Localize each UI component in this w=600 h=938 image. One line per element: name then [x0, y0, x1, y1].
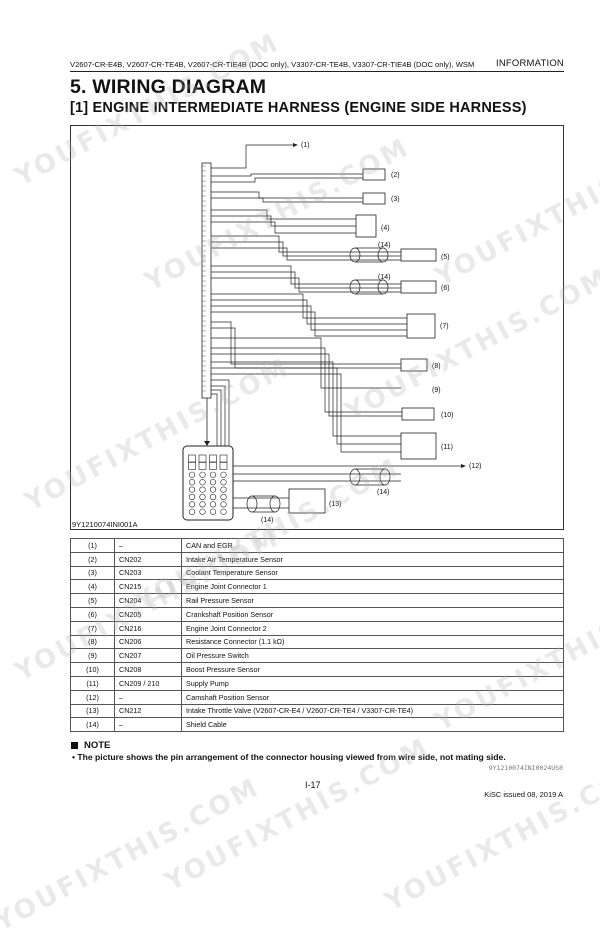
part-code: CN205 — [114, 606, 182, 622]
callout-9: (9) — [432, 387, 441, 394]
callout-13: (13) — [329, 501, 341, 508]
part-name: Resistance Connector (1.1 kΩ) — [181, 634, 564, 650]
header-models: V2607-CR-E4B, V2607-CR-TE4B, V2607-CR-TI… — [70, 60, 475, 69]
callout-12: (12) — [469, 463, 481, 470]
figure-code: 9Y1210074INI001A — [72, 520, 138, 529]
part-number: (7) — [70, 620, 115, 636]
part-name: CAN and EGR — [181, 538, 564, 553]
part-number: (5) — [70, 593, 115, 608]
callout-11: (11) — [441, 444, 453, 451]
part-code: CN208 — [114, 662, 182, 677]
part-number: (8) — [70, 634, 115, 650]
part-code: CN215 — [114, 579, 182, 595]
wiring-diagram-frame: (1) (2) (3) (4) (14) (5) (14) (6) (7) (8… — [70, 125, 564, 530]
note-code: 9Y1210074INI0024US0 — [488, 764, 563, 772]
part-code: CN204 — [114, 593, 182, 608]
part-code: – — [114, 689, 182, 705]
page-header: V2607-CR-E4B, V2607-CR-TE4B, V2607-CR-TI… — [70, 58, 564, 72]
callout-5: (5) — [441, 254, 450, 261]
part-code: CN203 — [114, 565, 182, 581]
part-name: Engine Joint Connector 2 — [181, 620, 564, 636]
part-name: Coolant Temperature Sensor — [181, 565, 564, 581]
callout-6: (6) — [441, 285, 450, 292]
page-number: I-17 — [305, 780, 321, 790]
part-code: CN209 / 210 — [114, 675, 182, 691]
part-number: (2) — [70, 551, 115, 567]
callout-14-a: (14) — [378, 242, 390, 249]
table-row: (14)–Shield Cable — [70, 717, 564, 733]
part-code: CN216 — [114, 620, 182, 636]
part-number: (9) — [70, 648, 115, 664]
part-name: Shield Cable — [181, 717, 564, 733]
callout-10: (10) — [441, 412, 453, 419]
note-text: • The picture shows the pin arrangement … — [72, 752, 506, 762]
watermark: YOUFIXTHIS.COM — [0, 772, 266, 938]
part-code: CN207 — [114, 648, 182, 664]
callout-14-c: (14) — [377, 489, 389, 496]
part-name: Engine Joint Connector 1 — [181, 579, 564, 595]
table-row: (1)–CAN and EGR — [70, 538, 564, 553]
part-code: CN202 — [114, 551, 182, 567]
main-connector-strip — [201, 162, 212, 399]
part-number: (12) — [70, 689, 115, 705]
part-name: Boost Pressure Sensor — [181, 662, 564, 677]
note-square-icon — [71, 742, 78, 749]
part-number: (10) — [70, 662, 115, 677]
wiring-diagram: (1) (2) (3) (4) (14) (5) (14) (6) (7) (8… — [182, 142, 481, 524]
part-number: (3) — [70, 565, 115, 581]
part-code: – — [114, 538, 182, 553]
part-code: CN212 — [114, 703, 182, 719]
note-heading-text: NOTE — [84, 740, 111, 751]
part-code: – — [114, 717, 182, 733]
callout-1: (1) — [301, 142, 310, 149]
callout-8: (8) — [432, 363, 441, 370]
watermark: YOUFIXTHIS.COM — [380, 752, 600, 918]
page-subtitle: [1] ENGINE INTERMEDIATE HARNESS (ENGINE … — [70, 100, 527, 116]
shield-cables — [246, 247, 391, 513]
part-number: (13) — [70, 703, 115, 719]
part-number: (6) — [70, 606, 115, 622]
page-title: 5. WIRING DIAGRAM — [70, 76, 267, 98]
part-name: Oil Pressure Switch — [181, 648, 564, 664]
header-section: INFORMATION — [496, 58, 564, 69]
part-number: (14) — [70, 717, 115, 733]
part-name: Camshaft Position Sensor — [181, 689, 564, 705]
part-number: (4) — [70, 579, 115, 595]
callout-14-d: (14) — [261, 517, 273, 524]
note-heading: NOTE — [71, 740, 110, 751]
part-name: Intake Throttle Valve (V2607-CR-E4 / V26… — [181, 703, 564, 719]
callout-14-b: (14) — [378, 274, 390, 281]
callout-2: (2) — [391, 172, 400, 179]
part-number: (1) — [70, 538, 115, 553]
part-number: (11) — [70, 675, 115, 691]
part-name: Intake Air Temperature Sensor — [181, 551, 564, 567]
part-code: CN206 — [114, 634, 182, 650]
callout-7: (7) — [440, 323, 449, 330]
part-name: Rail Pressure Sensor — [181, 593, 564, 608]
issue-text: KiSC issued 08, 2019 A — [484, 790, 563, 799]
part-name: Supply Pump — [181, 675, 564, 691]
sensor-connectors — [288, 168, 437, 514]
part-name: Crankshaft Position Sensor — [181, 606, 564, 622]
table-row: (12)–Camshaft Position Sensor — [70, 689, 564, 705]
callout-3: (3) — [391, 196, 400, 203]
callout-4: (4) — [381, 225, 390, 232]
